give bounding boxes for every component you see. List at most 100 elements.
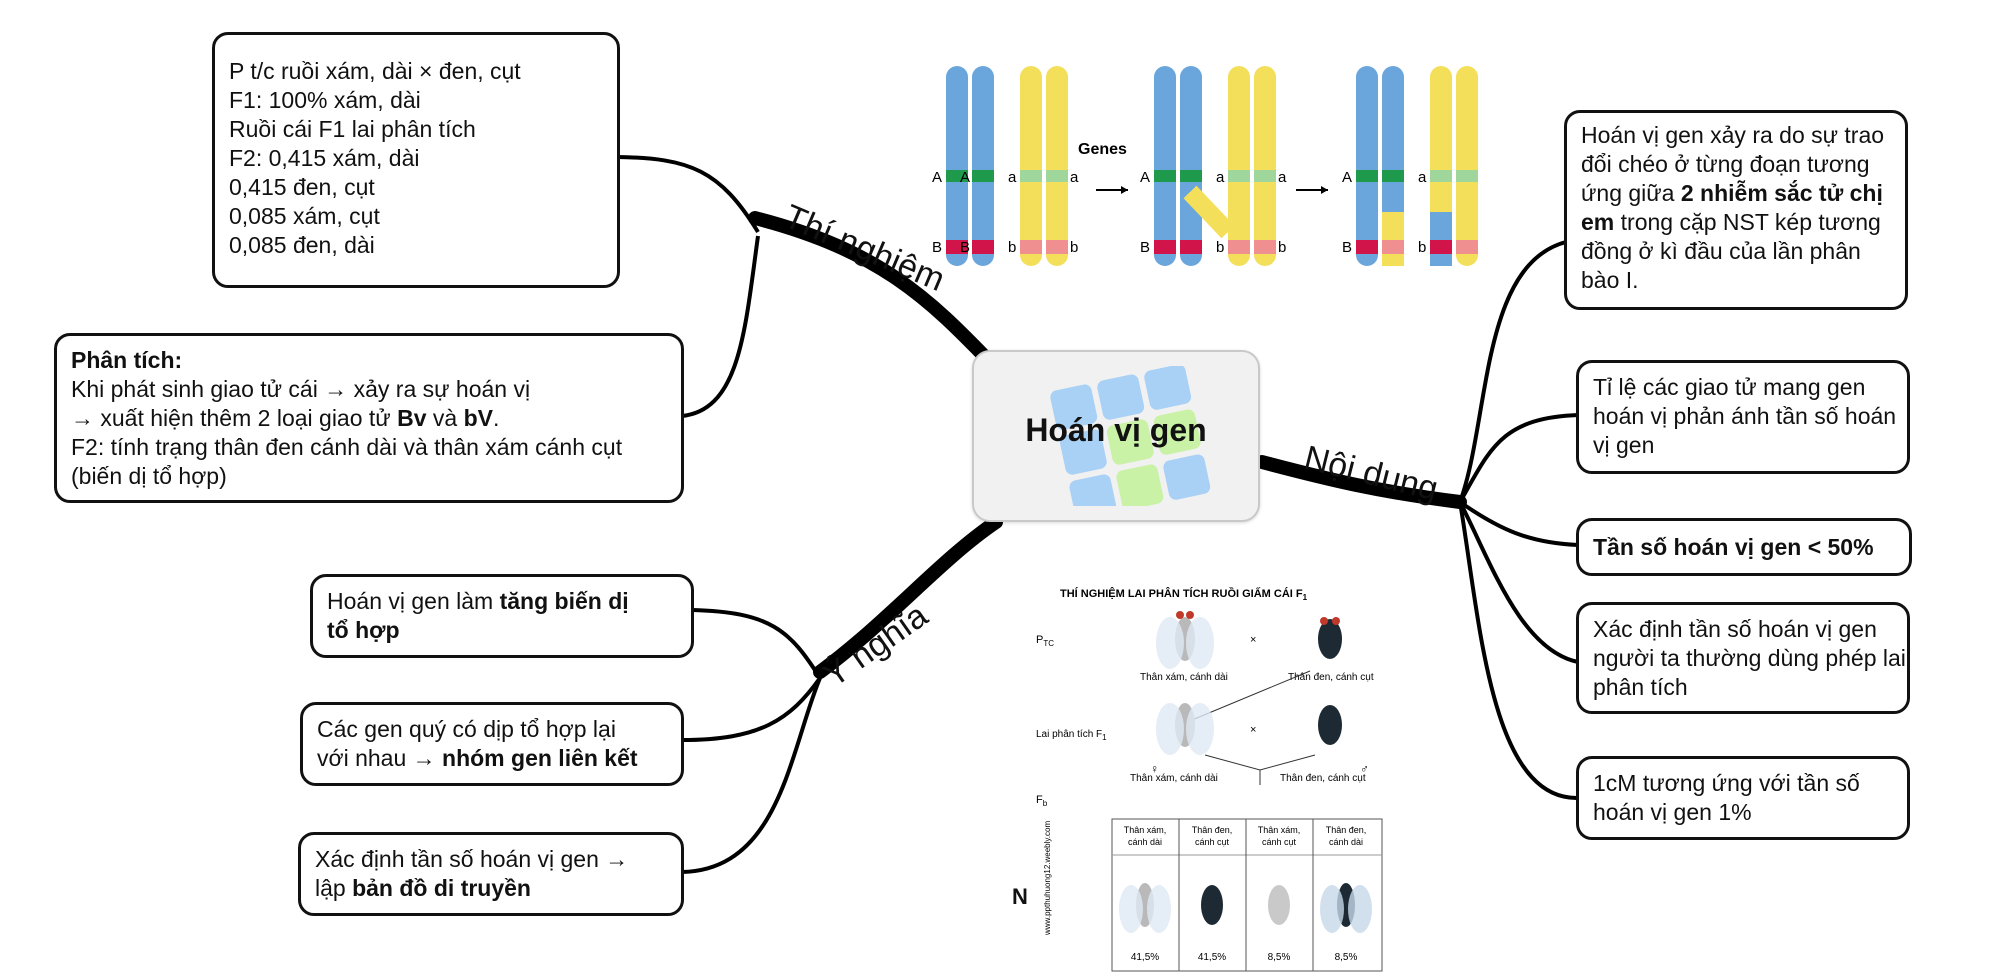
connector-content-3 [1458, 500, 1579, 547]
svg-text:×: × [1250, 724, 1256, 736]
svg-text:Thân xám,: Thân xám, [1258, 825, 1301, 835]
connector-content-1 [1458, 240, 1567, 503]
content-box-1[interactable]: Hoán vị gen xảy ra do sự trao đổi chéo ở… [1564, 110, 1908, 310]
content-line: hoán vị gen 1% [1593, 799, 1752, 825]
content-line: đổi chéo ở từng đoạn tương [1581, 151, 1870, 177]
analysis-line: (biến dị tổ hợp) [71, 463, 227, 489]
svg-text:Thân xám,: Thân xám, [1124, 825, 1167, 835]
svg-text:b: b [1008, 239, 1016, 256]
meaning-line: tổ hợp [327, 617, 400, 643]
chromosome-crossover-figure: A A a a B B b b Genes A a a B b b [932, 66, 1478, 266]
analysis-line: Khi phát sinh giao tử cái → xảy ra sự ho… [71, 376, 531, 402]
genes-label: Genes [1078, 141, 1127, 158]
connector-content-4 [1458, 501, 1579, 664]
content-box-5[interactable]: 1cM tương ứng với tần số hoán vị gen 1% [1576, 756, 1910, 840]
experiment-line: 0,415 đen, cụt [229, 174, 375, 200]
branch-experiment-line [748, 211, 997, 369]
svg-text:PTC: PTC [1036, 634, 1054, 648]
content-box-2[interactable]: Tỉ lệ các giao tử mang gen hoán vị phản … [1576, 360, 1910, 474]
analysis-box[interactable]: Phân tích: Khi phát sinh giao tử cái → x… [54, 333, 684, 503]
experiment-line: Ruồi cái F1 lai phân tích [229, 116, 476, 142]
content-box-4[interactable]: Xác định tần số hoán vị gen người ta thư… [1576, 602, 1910, 714]
svg-text:www.ppthuhuong12.weebly.com: www.ppthuhuong12.weebly.com [1043, 821, 1052, 936]
svg-text:Fb: Fb [1036, 794, 1048, 808]
svg-text:B: B [932, 239, 942, 256]
content-line: hoán vị phản ánh tần số hoán [1593, 403, 1897, 429]
svg-text:a: a [1418, 169, 1427, 186]
experiment-box[interactable]: P t/c ruồi xám, dài × đen, cụt F1: 100% … [212, 32, 620, 288]
meaning-box-3[interactable]: Xác định tần số hoán vị gen → lập bản đồ… [298, 832, 684, 916]
connector-experiment-box [616, 155, 760, 234]
connector-meaning-1 [691, 608, 822, 680]
meaning-box-2[interactable]: Các gen quý có dịp tổ hợp lại với nhau →… [300, 702, 684, 786]
svg-text:a: a [1278, 169, 1287, 186]
svg-text:cánh dài: cánh dài [1329, 837, 1363, 847]
branch-content-line [1255, 455, 1467, 509]
svg-text:A: A [960, 169, 970, 186]
connector-content-5 [1458, 501, 1579, 801]
central-topic-title: Hoán vị gen [1025, 412, 1207, 448]
svg-text:B: B [1342, 239, 1352, 256]
connector-analysis-box [681, 235, 760, 418]
connector-content-2 [1458, 413, 1579, 503]
svg-text:Thân xám, cánh dài: Thân xám, cánh dài [1130, 773, 1218, 784]
svg-text:cánh dài: cánh dài [1128, 837, 1162, 847]
svg-text:a: a [1008, 169, 1017, 186]
fly-grey-long [1156, 611, 1214, 669]
svg-text:cánh cụt: cánh cụt [1195, 837, 1230, 847]
svg-text:Thân xám, cánh dài: Thân xám, cánh dài [1140, 672, 1228, 683]
content-line: Tần số hoán vị gen < 50% [1593, 534, 1874, 560]
svg-text:8,5%: 8,5% [1335, 952, 1358, 963]
analysis-line: → xuất hiện thêm 2 loại giao tử Bv và bV… [71, 405, 500, 431]
svg-text:b: b [1216, 239, 1224, 256]
content-line: bào I. [1581, 267, 1639, 293]
svg-text:cánh cụt: cánh cụt [1262, 837, 1297, 847]
fly-testcross-male [1318, 705, 1342, 745]
svg-text:×: × [1250, 634, 1256, 646]
fly-results-table: Thân xám, cánh dài Thân đen, cánh cụt Th… [1111, 818, 1383, 972]
svg-text:Thân đen,: Thân đen, [1192, 825, 1233, 835]
meaning-line: Hoán vị gen làm tăng biến dị [327, 588, 629, 614]
meaning-box-1[interactable]: Hoán vị gen làm tăng biến dị tổ hợp [310, 574, 694, 658]
content-line: đồng ở kì đầu của lần phân [1581, 238, 1861, 264]
svg-text:b: b [1278, 239, 1286, 256]
svg-text:B: B [1140, 239, 1150, 256]
meaning-line: với nhau → nhóm gen liên kết [317, 745, 638, 771]
experiment-line: 0,085 xám, cụt [229, 203, 380, 229]
fly-figure-title: THÍ NGHIỆM LAI PHÂN TÍCH RUỒI GIẤM CÁI F… [1060, 587, 1308, 602]
svg-text:8,5%: 8,5% [1268, 952, 1291, 963]
chromosome-panel-1: A A a a B B b b [932, 66, 1079, 266]
fruit-fly-testcross-figure: THÍ NGHIỆM LAI PHÂN TÍCH RUỒI GIẤM CÁI F… [1036, 587, 1383, 972]
chromosome-panel-3: A a B b [1342, 66, 1478, 266]
meaning-line: Xác định tần số hoán vị gen → [315, 846, 629, 872]
content-box-3[interactable]: Tần số hoán vị gen < 50% [1576, 518, 1912, 576]
fly-black-vestigial [1318, 617, 1342, 659]
meaning-line: Các gen quý có dịp tổ hợp lại [317, 716, 616, 742]
fly-f1-female [1156, 703, 1214, 755]
content-line: vị gen [1593, 432, 1655, 458]
experiment-line: 0,085 đen, dài [229, 232, 375, 258]
svg-text:41,5%: 41,5% [1131, 952, 1159, 963]
experiment-line: P t/c ruồi xám, dài × đen, cụt [229, 58, 521, 84]
svg-text:Lai phân tích F1: Lai phân tích F1 [1036, 729, 1107, 742]
svg-text:A: A [1342, 169, 1352, 186]
svg-text:b: b [1418, 239, 1426, 256]
analysis-line: F2: tính trạng thân đen cánh dài và thân… [71, 434, 623, 460]
content-line: Tỉ lệ các giao tử mang gen [1593, 374, 1866, 400]
svg-text:a: a [1216, 169, 1225, 186]
content-line: em trong cặp NST kép tương [1581, 209, 1881, 235]
chromosome-panel-2: A a a B b b [1140, 66, 1287, 266]
connector-meaning-3 [681, 677, 822, 874]
stray-mark: N [1012, 884, 1028, 909]
content-line: Xác định tần số hoán vị gen [1593, 616, 1877, 642]
content-line: người ta thường dùng phép lai [1593, 645, 1906, 671]
content-line: 1cM tương ứng với tần số [1593, 770, 1860, 796]
svg-text:Thân đen,: Thân đen, [1326, 825, 1367, 835]
svg-text:♀: ♀ [1150, 762, 1159, 776]
branch-meaning-line [813, 515, 1003, 679]
svg-text:a: a [1070, 169, 1079, 186]
central-topic[interactable]: Hoán vị gen [972, 350, 1260, 522]
meaning-line: lập bản đồ di truyền [315, 875, 531, 901]
content-line: Hoán vị gen xảy ra do sự trao [1581, 122, 1885, 148]
